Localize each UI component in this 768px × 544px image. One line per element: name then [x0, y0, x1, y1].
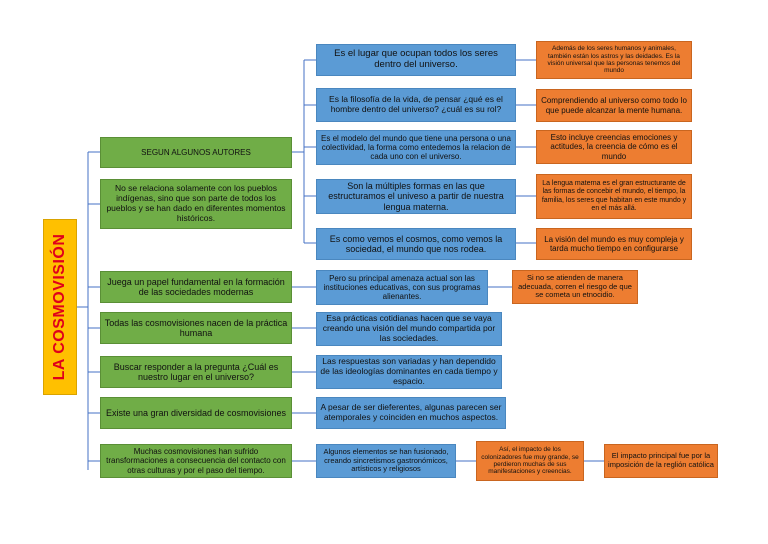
lower-note-text: El impacto principal fue por la imposici…	[608, 451, 714, 469]
level1-text: Existe una gran diversidad de cosmovisio…	[105, 407, 287, 418]
lower-note: El impacto principal fue por la imposici…	[604, 444, 718, 478]
author-note: La visión del mundo es muy compleja y ta…	[536, 228, 692, 260]
level1-text: Juega un papel fundamental en la formaci…	[107, 276, 285, 297]
main-title: LA COSMOVISIÓN	[43, 219, 77, 395]
lower-note: Si no se atienden de manera adecuada, co…	[512, 270, 638, 304]
lower-box: Esa prácticas cotidianas hacen que se va…	[316, 312, 502, 346]
lower-note-text: Si no se atienden de manera adecuada, co…	[518, 273, 632, 300]
author-text: Es el lugar que ocupan todos los seres d…	[334, 48, 498, 70]
lower-text: Esa prácticas cotidianas hacen que se va…	[322, 313, 496, 343]
lower-text: Pero su principal amenaza actual son las…	[323, 273, 481, 302]
author-text: Es como vemos el cosmos, como vemos la s…	[329, 233, 503, 254]
level1-text: Todas las cosmovisiones nacen de la prác…	[104, 317, 288, 338]
author-note: Esto incluye creencias emociones y actit…	[536, 130, 692, 164]
level1-text: Buscar responder a la pregunta ¿Cuál es …	[113, 361, 279, 382]
author-note-text: Esto incluye creencias emociones y actit…	[550, 133, 678, 161]
author-text: Son la múltiples formas en las que estru…	[328, 180, 504, 212]
level1-box-peoples: No se relaciona solamente con los pueblo…	[100, 179, 292, 229]
lower-box: Algunos elementos se han fusionado, crea…	[316, 444, 456, 478]
lower-text: A pesar de ser dieferentes, algunas pare…	[320, 402, 502, 422]
level1-text: Muchas cosmovisiones han sufrido transfo…	[106, 447, 286, 475]
lower-box: A pesar de ser dieferentes, algunas pare…	[316, 397, 506, 429]
author-note-text: La lengua materna es el gran estructuran…	[541, 180, 687, 212]
main-title-text: LA COSMOVISIÓN	[51, 233, 68, 381]
author-note-text: Comprendiendo al universo como todo lo q…	[541, 96, 687, 115]
author-text: Es el modelo del mundo que tiene una per…	[321, 133, 511, 162]
author-note: La lengua materna es el gran estructuran…	[536, 174, 692, 219]
author-text: Es la filosofía de la vida, de pensar ¿q…	[329, 94, 503, 114]
author-box: Son la múltiples formas en las que estru…	[316, 179, 516, 214]
lower-text: Algunos elementos se han fusionado, crea…	[323, 447, 449, 474]
author-box: Es el lugar que ocupan todos los seres d…	[316, 44, 516, 76]
level1-box-transformations: Muchas cosmovisiones han sufrido transfo…	[100, 444, 292, 478]
author-note-text: Además de los seres humanos y animales, …	[547, 45, 681, 75]
author-box: Es como vemos el cosmos, como vemos la s…	[316, 228, 516, 260]
level1-box-our-place: Buscar responder a la pregunta ¿Cuál es …	[100, 356, 292, 388]
author-box: Es el modelo del mundo que tiene una per…	[316, 130, 516, 165]
lower-box: Pero su principal amenaza actual son las…	[316, 270, 488, 305]
level1-box-human-practice: Todas las cosmovisiones nacen de la prác…	[100, 312, 292, 344]
lower-box: Las respuestas son variadas y han depend…	[316, 355, 502, 389]
author-note-text: La visión del mundo es muy compleja y ta…	[544, 234, 684, 253]
author-box: Es la filosofía de la vida, de pensar ¿q…	[316, 88, 516, 122]
level1-text: No se relaciona solamente con los pueblo…	[106, 183, 286, 223]
level1-box-diversity: Existe una gran diversidad de cosmovisio…	[100, 397, 292, 429]
author-note: Comprendiendo al universo como todo lo q…	[536, 89, 692, 122]
author-note: Además de los seres humanos y animales, …	[536, 41, 692, 79]
level1-text: SEGUN ALGUNOS AUTORES	[141, 147, 251, 157]
lower-text: Las respuestas son variadas y han depend…	[320, 356, 498, 386]
level1-box-authors: SEGUN ALGUNOS AUTORES	[100, 137, 292, 168]
level1-box-modern-societies: Juega un papel fundamental en la formaci…	[100, 271, 292, 303]
lower-note: Así, el impacto de los colonizadores fue…	[476, 441, 584, 481]
lower-note-text: Así, el impacto de los colonizadores fue…	[481, 446, 579, 476]
